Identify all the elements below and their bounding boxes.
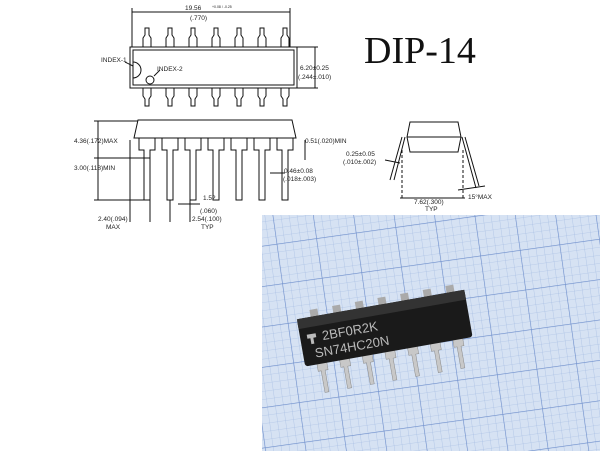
chip-lead xyxy=(384,347,398,381)
chip-lead-back xyxy=(377,296,387,306)
chip-lead-back xyxy=(400,292,410,302)
top-pin xyxy=(280,27,290,47)
standoff-label: 0.51(.020)MIN xyxy=(305,138,347,145)
index1-label: INDEX-1 xyxy=(101,57,127,64)
chip-lead-back xyxy=(422,288,432,298)
chip-lead-back xyxy=(309,308,319,318)
lead-width-inch: (.018±.003) xyxy=(283,176,316,183)
length-dimension: 19.56 xyxy=(185,5,202,12)
pitch-note: TYP xyxy=(201,224,214,231)
chip-lead xyxy=(406,343,420,377)
side-pin xyxy=(276,138,294,201)
chip-photo: 2BF0R2K SN74HC20N xyxy=(262,215,600,451)
side-pin xyxy=(184,138,202,201)
row-spacing-label: 7.62(.300) xyxy=(414,199,444,206)
row-spacing-note: TYP xyxy=(425,206,438,213)
pitch-label: 2.54(.100) xyxy=(192,216,222,223)
chip-body xyxy=(297,290,473,367)
end-offset-note: MAX xyxy=(106,224,121,231)
side-pin xyxy=(230,138,248,201)
side-pin xyxy=(161,138,179,201)
bottom-pin xyxy=(280,88,290,107)
end-offset-label: 2.40(.094) xyxy=(98,216,128,223)
end-view xyxy=(384,121,486,199)
top-pin xyxy=(165,27,175,47)
lead-thickness-label: 0.25±0.05 xyxy=(346,151,375,158)
bottom-pin xyxy=(188,88,198,107)
side-pin xyxy=(207,138,225,201)
length-tolerance: +0.08 / -0.25 xyxy=(212,5,232,9)
chip-lead xyxy=(338,355,352,389)
height-max-label: 4.36(.172)MAX xyxy=(74,138,118,145)
top-pin xyxy=(142,27,152,47)
top-pin xyxy=(211,27,221,47)
shoulder-inch: (.060) xyxy=(200,208,217,215)
chip-lead xyxy=(361,351,375,385)
width-dimension-inch: (.244±.010) xyxy=(298,74,331,81)
chip-lead xyxy=(316,359,330,393)
bottom-pin xyxy=(257,88,267,107)
shoulder-label: 1.52 xyxy=(203,195,216,202)
top-pin xyxy=(188,27,198,47)
ti-logo-icon xyxy=(306,333,317,345)
width-dimension: 6.20±0.25 xyxy=(300,65,329,72)
chip-lead-back xyxy=(445,284,455,294)
index2-label: INDEX-2 xyxy=(157,66,183,73)
angle-label: 15°MAX xyxy=(468,193,493,201)
lead-width-label: 0.46±0.08 xyxy=(284,168,313,175)
bottom-pin xyxy=(142,88,152,107)
chip-lead xyxy=(429,339,443,373)
side-pin xyxy=(253,138,271,201)
bottom-pin xyxy=(211,88,221,107)
package-title: DIP-14 xyxy=(364,30,476,72)
lead-thickness-inch: (.010±.002) xyxy=(343,159,376,166)
length-dimension-inch: (.770) xyxy=(190,15,207,22)
side-view xyxy=(94,119,306,222)
chip-lead-back xyxy=(354,300,365,310)
chip-lead-back xyxy=(332,304,342,314)
bottom-pin xyxy=(165,88,175,107)
top-view xyxy=(124,8,318,107)
side-pin xyxy=(138,138,156,201)
bottom-pin xyxy=(234,88,244,107)
chip-lead xyxy=(452,335,466,369)
top-pin xyxy=(234,27,244,47)
top-pin xyxy=(257,27,267,47)
lead-length-label: 3.00(.118)MIN xyxy=(74,165,115,172)
